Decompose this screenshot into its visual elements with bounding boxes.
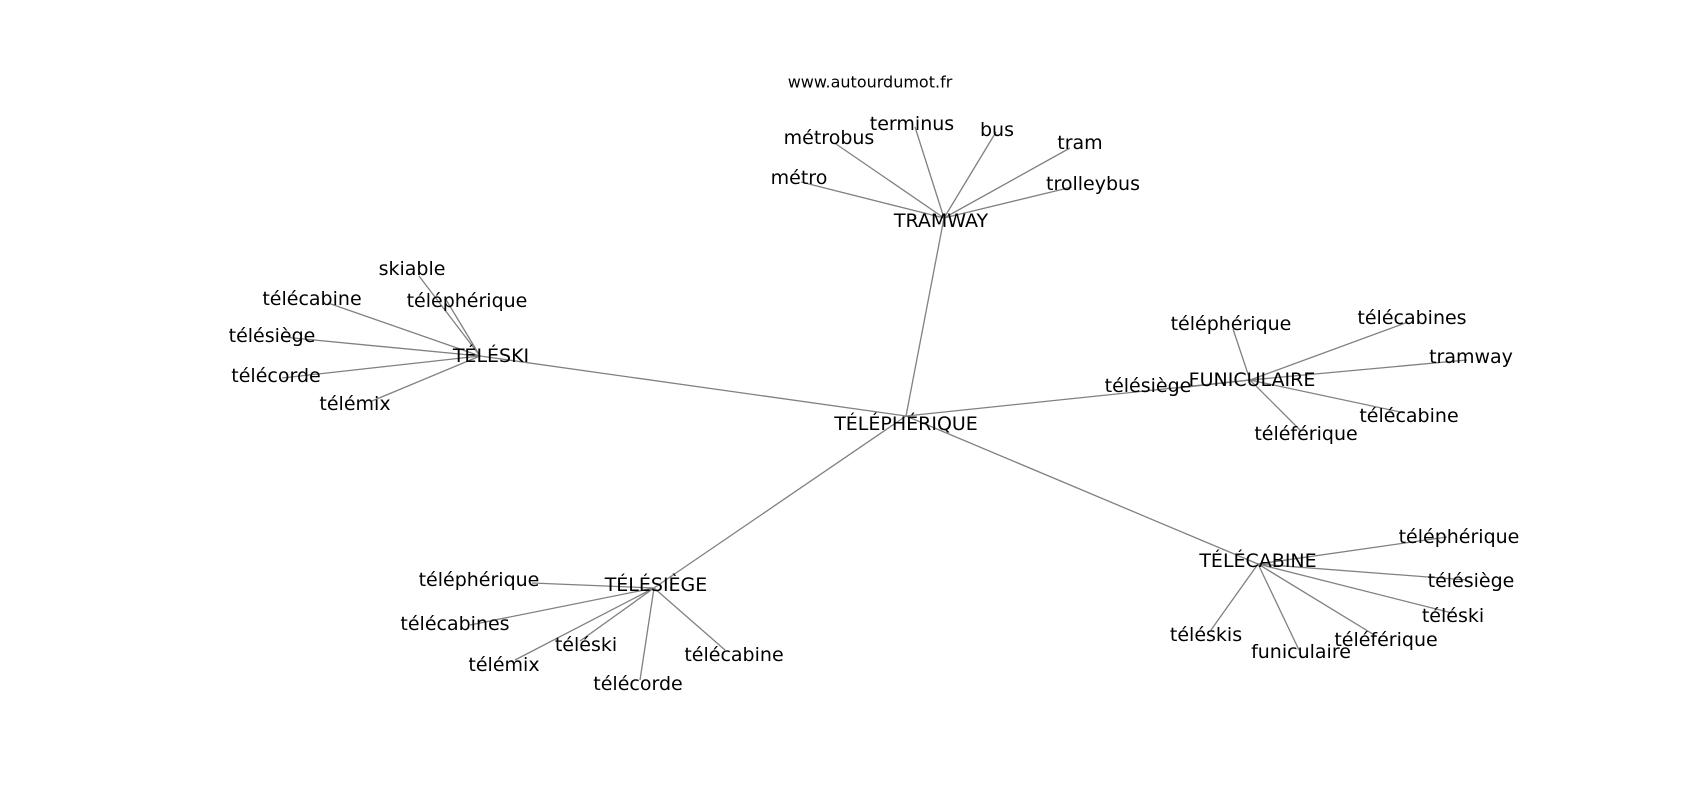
leaf-node-telecabine-4: funiculaire bbox=[1251, 641, 1351, 663]
edge-telesiege-leaf-0 bbox=[531, 582, 655, 589]
source-site-label: www.autourdumot.fr bbox=[788, 73, 953, 92]
edge-funiculaire-leaf-1 bbox=[1249, 321, 1409, 381]
edge-telecabine-leaf-0 bbox=[1257, 536, 1448, 565]
leaf-node-telesiege-3: téléski bbox=[555, 634, 617, 656]
edge-telecabine-leaf-4 bbox=[1257, 563, 1300, 651]
leaf-node-tramway-5: trolleybus bbox=[1046, 173, 1140, 195]
edge-telesiege-leaf-4 bbox=[639, 587, 655, 681]
edge-funiculaire-leaf-3 bbox=[1177, 379, 1251, 389]
edge-center-to-telesiege bbox=[653, 415, 907, 589]
edge-tramway-leaf-2 bbox=[914, 126, 945, 219]
cluster-node-funiculaire: FUNICULAIRE bbox=[1189, 369, 1316, 391]
leaf-node-telesiege-2: télémix bbox=[468, 654, 539, 676]
edge-tramway-leaf-3 bbox=[943, 131, 997, 219]
leaf-node-tramway-0: métro bbox=[771, 167, 828, 189]
leaf-node-telesiege-5: télécabine bbox=[684, 644, 783, 666]
edge-tramway-leaf-0 bbox=[800, 181, 945, 219]
leaf-node-telesiege-0: téléphérique bbox=[419, 569, 540, 591]
edge-tramway-leaf-1 bbox=[835, 143, 945, 219]
center-node-label: TÉLÉPHÉRIQUE bbox=[833, 412, 978, 435]
edge-center-to-tramway bbox=[905, 217, 945, 417]
edge-telecabine-leaf-1 bbox=[1257, 563, 1468, 581]
edge-teleski-leaf-4 bbox=[281, 355, 481, 379]
edge-teleski-leaf-1 bbox=[327, 302, 481, 357]
edge-teleski-leaf-0 bbox=[418, 275, 481, 357]
edges-layer bbox=[281, 126, 1468, 681]
edge-telesiege-leaf-2 bbox=[514, 587, 655, 661]
labels-layer: www.autourdumot.fr TÉLÉPHÉRIQUE TRAMWAY mé… bbox=[229, 73, 1520, 696]
leaf-node-funiculaire-3: télésiège bbox=[1105, 375, 1192, 397]
edge-tramway-leaf-5 bbox=[943, 186, 1073, 219]
leaf-node-teleski-0: skiable bbox=[379, 258, 446, 280]
edge-telesiege-leaf-1 bbox=[469, 587, 655, 626]
edge-telecabine-leaf-2 bbox=[1257, 563, 1453, 614]
edge-tramway-leaf-4 bbox=[943, 147, 1071, 219]
edge-telesiege-leaf-3 bbox=[579, 587, 655, 642]
edge-teleski-leaf-2 bbox=[444, 297, 481, 357]
edge-funiculaire-leaf-5 bbox=[1249, 379, 1301, 431]
leaf-node-telecabine-2: téléski bbox=[1422, 605, 1484, 627]
edge-funiculaire-leaf-0 bbox=[1232, 328, 1251, 381]
leaf-node-funiculaire-4: télécabine bbox=[1359, 405, 1458, 427]
leaf-node-teleski-5: télémix bbox=[319, 393, 390, 415]
leaf-node-tramway-3: bus bbox=[980, 119, 1014, 141]
edge-teleski-leaf-3 bbox=[282, 336, 481, 357]
leaf-node-funiculaire-0: téléphérique bbox=[1171, 313, 1292, 335]
leaf-node-telecabine-5: téléskis bbox=[1170, 624, 1242, 646]
leaf-node-funiculaire-5: téléférique bbox=[1254, 423, 1357, 445]
cluster-node-telesiege: TÉLÉSIÈGE bbox=[604, 573, 708, 596]
edge-center-to-telecabine bbox=[905, 415, 1259, 565]
leaf-node-teleski-1: télécabine bbox=[262, 288, 361, 310]
edge-center-to-teleski bbox=[479, 355, 907, 417]
leaf-node-teleski-4: télécorde bbox=[231, 365, 320, 387]
edge-telesiege-leaf-5 bbox=[653, 587, 726, 651]
leaf-node-funiculaire-1: télécabines bbox=[1357, 307, 1466, 329]
leaf-node-telecabine-0: téléphérique bbox=[1399, 526, 1520, 548]
leaf-node-teleski-2: téléphérique bbox=[407, 290, 528, 312]
edge-telecabine-leaf-3 bbox=[1257, 563, 1377, 637]
leaf-node-tramway-1: métrobus bbox=[784, 127, 875, 149]
edge-funiculaire-leaf-4 bbox=[1249, 379, 1406, 414]
leaf-node-tramway-4: tram bbox=[1057, 132, 1102, 154]
leaf-node-telecabine-1: télésiège bbox=[1428, 570, 1515, 592]
leaf-node-teleski-3: télésiège bbox=[229, 325, 316, 347]
leaf-node-funiculaire-2: tramway bbox=[1429, 346, 1513, 368]
leaf-node-telesiege-4: télécorde bbox=[593, 673, 682, 695]
cluster-node-tramway: TRAMWAY bbox=[893, 210, 989, 232]
leaf-node-telesiege-1: télécabines bbox=[400, 613, 509, 635]
leaf-node-telecabine-3: téléférique bbox=[1334, 629, 1437, 651]
leaf-node-tramway-2: terminus bbox=[870, 113, 954, 135]
edge-funiculaire-leaf-2 bbox=[1249, 359, 1468, 381]
cluster-node-teleski: TÉLÉSKI bbox=[452, 344, 529, 367]
edge-teleski-leaf-5 bbox=[371, 355, 481, 402]
edge-telecabine-leaf-5 bbox=[1210, 563, 1259, 631]
cluster-node-telecabine: TÉLÉCABINE bbox=[1198, 549, 1316, 572]
